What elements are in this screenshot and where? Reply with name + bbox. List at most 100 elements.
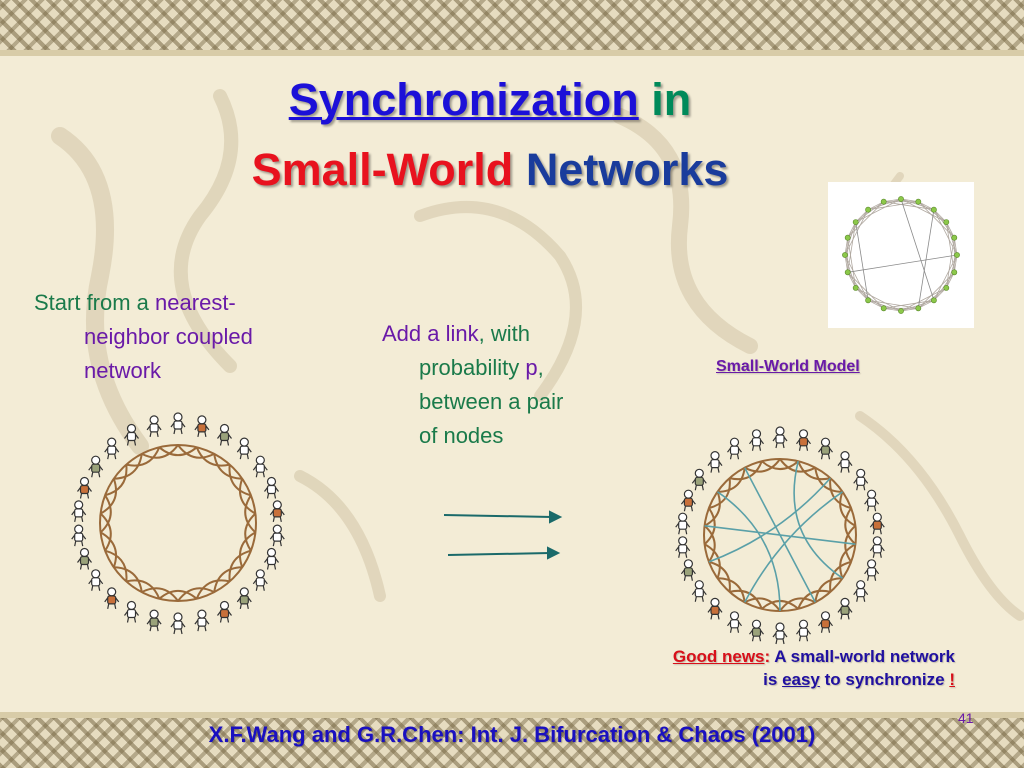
ring-link: [104, 549, 128, 582]
ring-link: [703, 525, 716, 563]
person-icon: [217, 600, 232, 623]
good-news-exclamation: !: [949, 670, 955, 689]
good-news-line-1: Good news: A small-world network: [560, 645, 955, 668]
ring-link: [717, 577, 746, 603]
title-word-in: in: [651, 74, 692, 125]
person-icon: [217, 423, 232, 446]
good-news-note: Good news: A small-world network is easy…: [560, 645, 955, 691]
good-news-line-2: is easy to synchronize !: [560, 668, 955, 691]
ring-link: [779, 597, 816, 612]
graph-node: [954, 252, 960, 258]
person-icon: [252, 455, 268, 478]
nearest-neighbor-ring-network: [71, 412, 285, 635]
person-icon: [680, 489, 696, 512]
shortcut-link: [743, 491, 843, 603]
person-icon: [727, 437, 742, 460]
page-number: 41: [958, 710, 974, 726]
person-icon: [71, 500, 87, 523]
ring-link: [99, 512, 112, 552]
arrow-head-bottom: [547, 546, 561, 560]
node-people: [71, 412, 285, 635]
person-icon: [269, 500, 285, 523]
person-icon: [853, 580, 869, 602]
small-world-model-label: Small-World Model: [716, 358, 860, 375]
person-icon: [146, 415, 162, 438]
person-icon: [77, 476, 92, 499]
middle-line-2b: p: [525, 355, 538, 380]
middle-line-2c: ,: [537, 355, 544, 380]
ring-outline: [99, 444, 257, 602]
arrow-head-top: [549, 510, 563, 524]
person-icon: [71, 524, 87, 547]
ring-link: [177, 587, 215, 602]
person-icon: [853, 468, 869, 491]
ring-link: [797, 460, 831, 481]
ring-link: [100, 478, 118, 515]
ring-link: [213, 453, 243, 480]
graph-node: [915, 305, 922, 312]
page-title-line-1: Synchronization in: [0, 72, 980, 128]
ring-link: [717, 467, 746, 493]
person-icon: [707, 597, 723, 620]
graph-node: [898, 308, 904, 314]
person-icon: [796, 619, 811, 642]
person-icon: [749, 429, 764, 451]
graph-node: [931, 206, 937, 213]
person-icon: [864, 489, 880, 512]
shortcut-link: [708, 477, 831, 563]
middle-line-2: probability p,: [382, 351, 622, 385]
middle-line-1a: Add a link: [382, 321, 479, 346]
person-icon: [749, 619, 764, 642]
person-icon: [869, 536, 885, 558]
small-world-model-graph: [842, 196, 960, 314]
person-icon: [170, 612, 186, 635]
transition-arrows: [443, 510, 563, 560]
ring-link: [100, 531, 118, 568]
person-icon: [691, 468, 707, 491]
left-line-2: neighbor coupled: [84, 324, 253, 349]
ring-link: [708, 560, 731, 593]
good-news-text-2c: to synchronize: [824, 670, 945, 689]
citation-reference: X.F.Wang and G.R.Chen: Int. J. Bifurcati…: [208, 722, 816, 747]
ring-link: [213, 566, 243, 593]
person-icon: [252, 569, 268, 591]
person-icon: [264, 476, 279, 499]
ring-link: [99, 494, 112, 534]
ring-link: [244, 494, 257, 534]
arrow-line-top: [443, 514, 553, 518]
ring-link: [761, 460, 799, 471]
graph-node: [943, 285, 950, 291]
middle-line-4: of nodes: [419, 423, 504, 448]
title-word-networks: Networks: [525, 144, 729, 195]
person-icon: [675, 512, 691, 535]
ring-link: [244, 512, 257, 552]
graph-node: [844, 234, 851, 241]
ring-link: [844, 507, 857, 545]
person-icon: [727, 611, 742, 633]
person-icon: [104, 437, 120, 460]
person-icon: [796, 429, 811, 451]
ring-link: [704, 491, 721, 527]
shortcut-link: [743, 467, 817, 603]
start-network-description: Start from a nearest- neighbor coupled n…: [34, 286, 334, 388]
thumbnail-links: [844, 198, 958, 312]
person-icon: [675, 536, 691, 558]
ring-link: [158, 589, 198, 600]
ring-link: [126, 579, 161, 600]
good-news-text-2a: is: [763, 670, 778, 689]
shortcut-link: [717, 491, 781, 612]
ring-link: [141, 587, 179, 602]
person-icon: [837, 597, 853, 620]
top-decorative-border: [0, 0, 1024, 56]
person-icon: [818, 437, 833, 460]
graph-node: [898, 196, 904, 202]
small-world-ring-network: [675, 426, 885, 645]
person-icon: [772, 622, 788, 645]
ring-link: [126, 446, 161, 467]
ring-link: [839, 491, 856, 527]
thumbnail-nodes: [842, 196, 960, 314]
graph-node: [852, 285, 859, 291]
ring-link: [744, 597, 781, 612]
middle-line-2a: probability: [419, 355, 520, 380]
good-news-easy: easy: [782, 670, 820, 689]
